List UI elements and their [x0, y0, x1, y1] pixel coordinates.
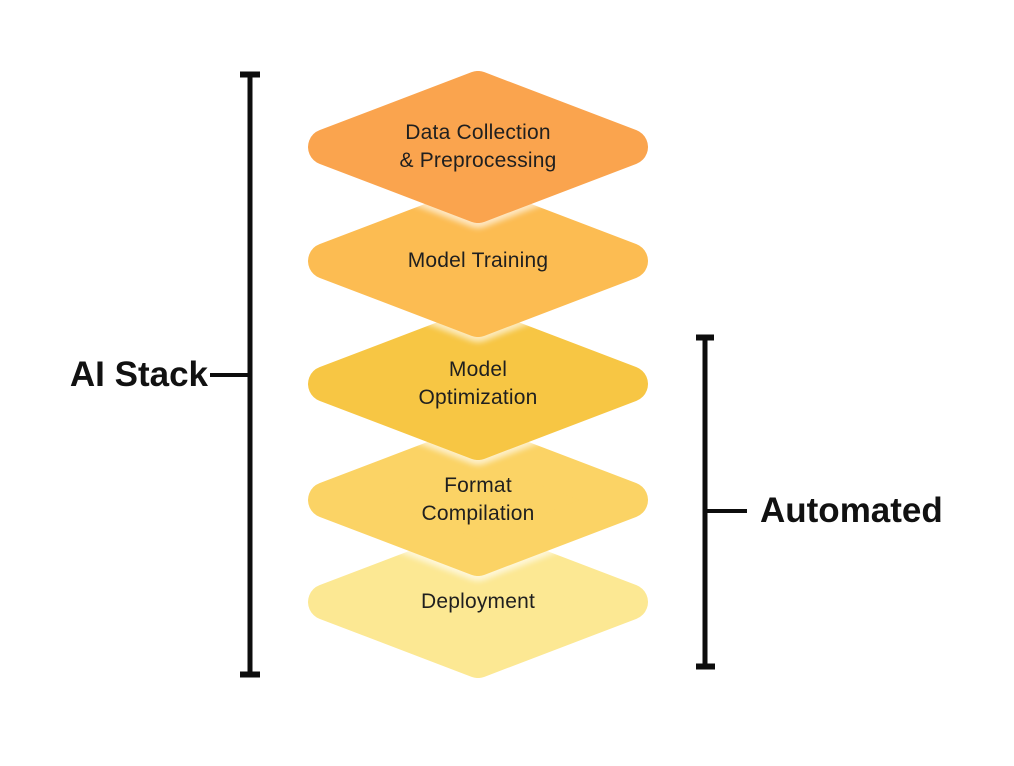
layer-label-deployment: Deployment	[420, 590, 536, 613]
right-bracket	[696, 334, 747, 670]
diamond-format-compilation	[308, 424, 648, 576]
ai-stack-label: AI Stack	[69, 355, 208, 394]
layer-label-model-training: Model Training	[407, 249, 549, 272]
layer-label-data-collection: Data Collection & Preprocessing	[399, 121, 557, 172]
diamond-model-training	[308, 185, 648, 337]
layer-label-format-compilation: Format Compilation	[421, 474, 535, 525]
diamond-model-optimization	[308, 308, 648, 460]
layer-label-model-optimization: Model Optimization	[418, 358, 538, 409]
diamond-data-collection	[308, 71, 648, 223]
automated-label: Automated	[760, 491, 943, 530]
left-bracket	[210, 71, 260, 678]
diamond-deployment	[308, 526, 648, 678]
